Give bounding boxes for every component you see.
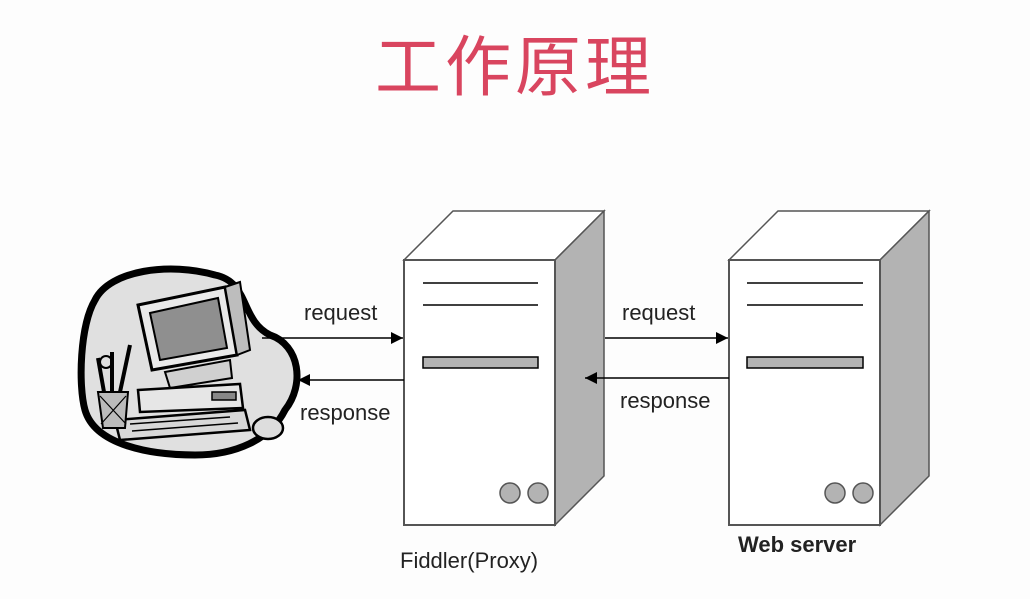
client-computer-icon (77, 265, 301, 459)
label-client-response: response (300, 400, 391, 425)
web-server-icon (727, 209, 931, 527)
label-client-request: request (304, 300, 377, 325)
label-server-response: response (620, 388, 711, 413)
page-title: 工作原理 (375, 29, 655, 106)
web-server-label: Web server (738, 532, 857, 557)
proxy-server-icon (402, 209, 606, 527)
proxy-label: Fiddler(Proxy) (400, 548, 538, 573)
label-server-request: request (622, 300, 695, 325)
